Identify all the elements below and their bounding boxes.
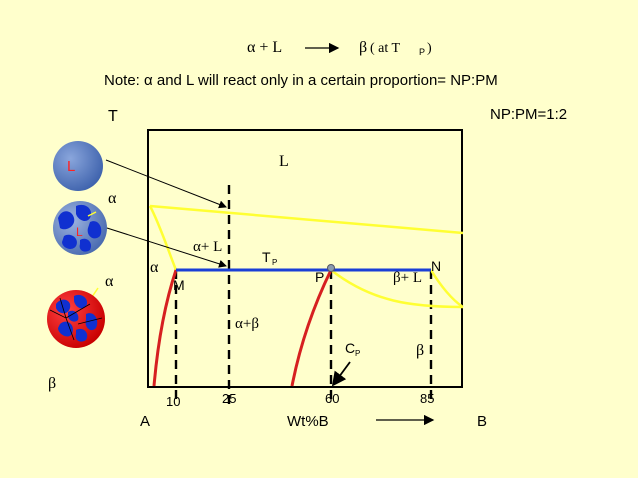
- reaction-product: β: [359, 39, 367, 56]
- alpha-core: [56, 299, 71, 314]
- alpha-core: [74, 294, 88, 309]
- tick-85: 85: [420, 391, 434, 406]
- cp-arrow: [331, 361, 351, 387]
- reaction-condition-prefix: ( at T: [370, 41, 401, 56]
- grain-boundary: [59, 297, 67, 319]
- liquid-microstructure-circle: [53, 141, 103, 191]
- beta-alpha-cores: [56, 294, 98, 342]
- alpha-solidus-line: [148, 205, 178, 271]
- alpha-core: [58, 321, 73, 337]
- yellow-pointer-tick: [87, 211, 97, 217]
- micro-alpha-label-2: α: [105, 273, 114, 290]
- composition-axis-label: Wt%B: [287, 413, 329, 430]
- region-alpha-beta-label: α+β: [235, 316, 259, 332]
- alpha-grain: [79, 238, 92, 252]
- region-beta-label: β: [416, 342, 424, 359]
- cp-label: C: [345, 340, 355, 356]
- note-text: Note: α and L will react only in a certa…: [104, 72, 498, 89]
- alpha-solvus-line: [152, 269, 178, 387]
- beta-grain-boundaries: [49, 297, 103, 341]
- temperature-axis-label: T: [108, 108, 118, 125]
- alpha-core: [68, 310, 79, 322]
- alpha-core: [75, 328, 88, 342]
- region-alpha-liquid-label: α+ L: [193, 239, 222, 255]
- reaction-condition-suffix: ): [427, 41, 432, 56]
- axis-end-b: B: [477, 413, 487, 430]
- point-n-label: N: [431, 258, 441, 274]
- tp-subscript: P: [272, 258, 277, 267]
- region-alpha-label: α: [150, 259, 159, 276]
- region-liquid-label: L: [279, 153, 289, 170]
- tp-label: T: [262, 249, 271, 265]
- tick-10: 10: [166, 394, 180, 409]
- liquidus-line: [149, 204, 464, 235]
- alpha-liquid-pointer-arrow: [106, 227, 227, 268]
- grain-boundary: [77, 317, 103, 325]
- grain-boundary: [65, 303, 91, 319]
- reaction-condition-sub: P: [419, 47, 425, 57]
- micro-alpha-label-1: α: [108, 190, 117, 207]
- peritectic-point-marker: [327, 264, 335, 272]
- axis-end-a: A: [140, 413, 150, 430]
- micro-liquid-label-2: L: [76, 225, 83, 239]
- beta-liquidus-line: [429, 269, 464, 309]
- alpha-grains-cluster: [58, 204, 102, 252]
- micro-liquid-label: L: [67, 158, 75, 175]
- micro-beta-label: β: [48, 375, 56, 392]
- tick-60: 60: [325, 391, 339, 406]
- alpha-core: [85, 313, 98, 331]
- plot-frame: [147, 129, 463, 388]
- point-p-label: P: [315, 269, 324, 285]
- alpha-grain: [87, 221, 102, 239]
- point-m-label: M: [173, 277, 185, 293]
- region-beta-liquid-label: β+ L: [393, 270, 422, 286]
- cp-subscript: P: [355, 349, 360, 358]
- alpha-grain: [58, 211, 75, 230]
- liquid-pointer-arrow: [105, 159, 227, 209]
- ratio-text: NP:PM=1:2: [490, 106, 567, 123]
- reaction-reactant: α + L: [247, 39, 282, 56]
- alpha-grain: [62, 234, 77, 249]
- beta-solvus-line: [290, 269, 333, 387]
- beta-solidus-line: [330, 269, 464, 309]
- alpha-grain: [76, 204, 92, 221]
- tick-25: 25: [222, 391, 236, 406]
